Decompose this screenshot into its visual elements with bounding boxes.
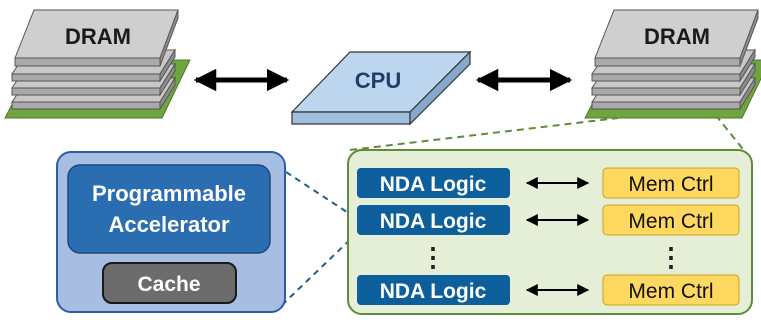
nda-logic-label: NDA Logic [380,173,487,196]
nda-row: NDA Logic Mem Ctrl [357,204,740,236]
mem-ctrl-block [602,167,740,199]
dram-left-label: DRAM [65,24,131,49]
nda-logic-block [357,168,510,198]
mem-ctrl-block [602,274,740,306]
accelerator-label-line1: Programmable [92,181,246,206]
programmable-accelerator-block [67,164,271,254]
cpu-chip: CPU [290,50,472,126]
accelerator-label-line2: Accelerator [108,212,230,237]
nda-logic-block [357,205,510,235]
mem-ctrl-label: Mem Ctrl [628,173,713,196]
dram-right-stack: DRAM [584,9,761,119]
nda-row: NDA Logic Mem Ctrl [357,274,740,306]
cache-block [102,262,237,304]
cache-label: Cache [137,273,200,296]
accelerator-panel: Programmable Accelerator Cache [56,151,286,313]
dram-left-layer-top [14,9,179,67]
zoom-connector-right-1 [349,117,619,151]
zoom-connector-left-1 [285,171,357,219]
cpu-label: CPU [355,68,401,93]
nda-logic-label: NDA Logic [380,210,487,233]
zoom-connector-right-2 [717,117,751,159]
nda-ellipsis-right: ⋮ [658,242,684,272]
nda-row: NDA Logic Mem Ctrl [357,167,740,199]
mem-ctrl-label: Mem Ctrl [628,280,713,303]
nda-logic-block [357,275,510,305]
mem-ctrl-block [602,204,740,236]
nda-panel: NDA Logic Mem Ctrl NDA Logic Mem Ctrl ⋮ … [347,149,753,315]
dram-right-layer-top [594,9,759,67]
nda-logic-label: NDA Logic [380,280,487,303]
dram-left-stack: DRAM [4,9,191,119]
mem-ctrl-label: Mem Ctrl [628,210,713,233]
nda-ellipsis-left: ⋮ [420,242,446,272]
zoom-connector-left-2 [281,233,357,306]
dram-right-label: DRAM [644,24,710,49]
